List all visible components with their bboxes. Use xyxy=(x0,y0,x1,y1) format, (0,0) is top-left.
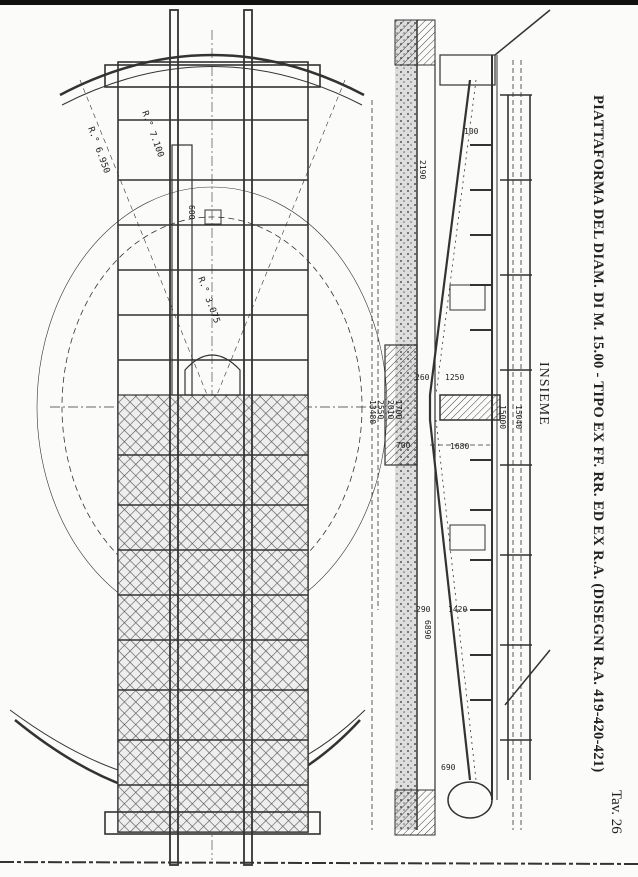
dimension-lines xyxy=(371,60,522,830)
dimension-label: 100 xyxy=(464,127,479,136)
dimension-label: 2010 xyxy=(386,400,395,419)
dimension-label: 2190 xyxy=(418,160,427,179)
scan-bottom-edge xyxy=(0,861,638,865)
stiffeners xyxy=(470,144,492,701)
center-pivot xyxy=(184,354,241,396)
end-beam-top xyxy=(104,64,321,88)
radius-label: R.° 3.075 xyxy=(195,276,221,325)
dimension-label: 1250 xyxy=(445,373,464,382)
plan-view: R.° 6.950 R.° 7.100 R.° 3.075 600 xyxy=(9,9,388,866)
end-carriage-top xyxy=(439,54,496,86)
dimension-label: 1680 xyxy=(450,442,469,451)
end-beam-bottom xyxy=(104,811,321,835)
dimension-label: 1700 xyxy=(394,400,403,419)
cross-beams xyxy=(118,119,308,786)
dimension-label: 260 xyxy=(415,373,430,382)
lever-top xyxy=(494,9,551,56)
pivot-bearing xyxy=(439,394,501,421)
dimension-label: 15040 xyxy=(514,405,523,429)
dimension-label: 700 xyxy=(396,441,411,450)
scan-border xyxy=(0,0,638,5)
railing xyxy=(500,94,532,780)
lever-bottom xyxy=(504,649,551,706)
drawing-subtitle: INSIEME xyxy=(536,362,551,426)
drawing-title: PIATTAFORMA DEL DIAM. DI M. 15.00 - TIPO… xyxy=(590,95,606,773)
rail-left xyxy=(169,9,179,866)
dimension-label: 690 xyxy=(441,763,456,772)
end-wheel-bottom xyxy=(447,781,493,819)
bottom-chord xyxy=(428,79,472,781)
dimension-label: 600 xyxy=(187,205,196,220)
gusset-plate xyxy=(449,284,486,311)
radius-label: R.° 6.950 xyxy=(85,126,111,175)
dimension-label: 290 xyxy=(416,605,431,614)
dimension-label: 13480 xyxy=(368,400,377,424)
dimension-label: 15000 xyxy=(498,405,507,429)
dimension-label: 6890 xyxy=(423,620,432,639)
masonry-top xyxy=(394,19,436,66)
plate-number: Tav. 26 xyxy=(608,790,624,834)
radius-label: R.° 7.100 xyxy=(139,110,165,159)
dimension-label: 1420 xyxy=(448,605,467,614)
dimension-label: 2550 xyxy=(376,400,385,419)
mesh-deck xyxy=(117,394,309,833)
center-girder xyxy=(171,144,193,396)
center-pier xyxy=(384,344,418,466)
gusset-plate xyxy=(449,524,486,551)
masonry-bottom xyxy=(394,789,436,836)
section-view: 100 2190 1250 15040 15000 2550 13480 201… xyxy=(368,9,551,836)
rail-right xyxy=(243,9,253,866)
